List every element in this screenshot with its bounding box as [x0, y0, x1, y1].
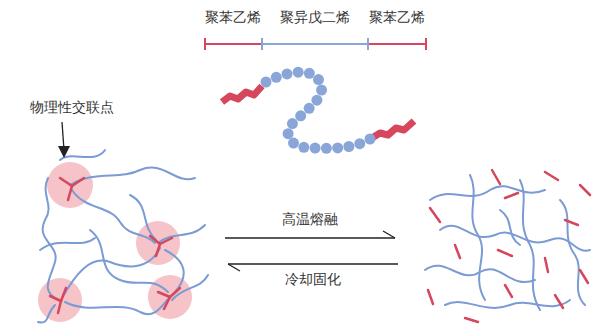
isoprene-bead [283, 128, 294, 139]
isoprene-bead [293, 67, 304, 78]
isoprene-bead [316, 85, 327, 96]
block-label: 聚苯乙烯 [205, 10, 261, 27]
crosslinked-network [38, 122, 208, 323]
melt-network [425, 170, 590, 322]
isoprene-bead [311, 95, 322, 106]
isoprene-bead [298, 142, 309, 153]
isoprene-bead [354, 138, 365, 149]
isoprene-bead [271, 72, 282, 83]
isoprene-bead [310, 143, 321, 154]
isoprene-bead [332, 142, 343, 153]
copolymer-chain [222, 67, 414, 154]
isoprene-bead [343, 141, 354, 152]
block-bar [205, 38, 426, 50]
isoprene-bead [261, 77, 272, 88]
isoprene-bead [321, 143, 332, 154]
process-label: 高温熔融 [282, 212, 338, 229]
isoprene-bead [313, 74, 324, 85]
isoprene-bead [287, 118, 298, 129]
isoprene-bead [288, 138, 299, 149]
isoprene-bead [365, 134, 376, 145]
block-label: 聚异戊二烯 [280, 10, 350, 27]
isoprene-bead [304, 68, 315, 79]
block-label: 聚苯乙烯 [369, 10, 425, 27]
equilibrium-arrows [225, 231, 398, 271]
callout-label: 物理性交联点 [30, 100, 114, 117]
isoprene-bead [295, 110, 306, 121]
process-label: 冷却固化 [285, 272, 341, 289]
isoprene-bead [282, 68, 293, 79]
isoprene-bead [304, 103, 315, 114]
